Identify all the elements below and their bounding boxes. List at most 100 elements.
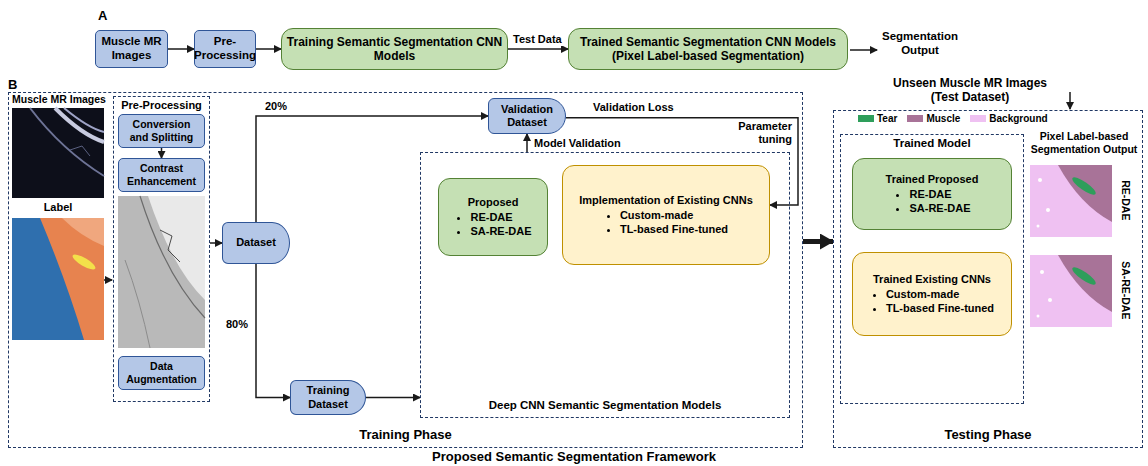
legend: Tear Muscle Background [858,113,1048,124]
figure-caption: Proposed Semantic Segmentation Framework [0,449,1148,465]
training-box: Training Semantic Segmentation CNN Model… [281,28,508,70]
input-box: Muscle MR Images [95,30,168,68]
legend-item: Tear [858,113,897,124]
process-box: Contrast Enhancement [118,158,205,192]
model-box: Trained ProposedRE-DAE SA-RE-DAE [852,158,1012,230]
model-group: Deep CNN Semantic Segmentation Models Pro… [420,152,790,418]
legend-item: Background [970,113,1047,124]
legend-swatch [970,115,986,122]
box-heading: Proposed [468,196,519,209]
connector [366,397,420,399]
connector [508,48,568,50]
edge-label: 80% [225,318,249,331]
connector [161,148,163,158]
output-image [1030,165,1112,237]
group-heading: Testing Phase [944,427,1031,443]
legend-text: Muscle [926,113,960,124]
model-group: Trained ModelTrained ProposedRE-DAE SA-RE… [840,134,1024,404]
model-box: Implementation of Existing CNNsCustom-ma… [562,165,770,265]
panel-letter: B [8,77,28,93]
node-label: Validation Dataset [493,103,561,129]
connector [168,48,194,50]
process-box: Data Augmentation [118,356,205,390]
connector [803,239,833,244]
image-tag: SA-RE-DAE [1120,250,1133,330]
dataset-shape: Validation Dataset [488,98,566,134]
phase-region: Training Phase Pre-ProcessingConversion a… [8,92,803,448]
bullet-item: Custom-made [886,288,994,301]
group-heading: Pre-Processing [121,99,202,112]
box-heading: Trained Proposed [886,173,979,186]
output-image [1030,255,1112,327]
node-label: Muscle MR Images [100,35,163,63]
model-box: Trained Existing CNNsCustom-madeTL-based… [852,252,1012,336]
bullet-item: SA-RE-DAE [470,225,531,238]
bullet-item: Custom-made [620,209,728,222]
bullet-list: Custom-madeTL-based Fine-tuned [870,288,994,314]
model-box: ProposedRE-DAE SA-RE-DAE [438,178,548,256]
output-label: Pixel Label-based Segmentation Output [1026,130,1142,155]
phase-region: Testing Phase Trained ModelTrained Propos… [833,110,1143,448]
legend-text: Background [989,113,1047,124]
node-label: Pre-Processing [194,35,256,63]
bullet-text: RE-DAE [470,211,512,223]
node-label: Training Semantic Segmentation CNN Model… [286,35,503,64]
output-arrow [850,49,877,51]
bullet-item: SA-RE-DAE [909,202,970,215]
bullet-item: TL-based Fine-tuned [886,302,994,315]
group-heading: Training Phase [359,427,451,443]
preprocessing-group: Pre-ProcessingConversion and SplittingCo… [113,96,210,402]
group-heading: Trained Model [893,137,970,151]
connector [256,264,290,398]
enhanced-image [118,196,205,348]
bullet-text: Custom-made [886,288,959,300]
bullet-text: SA-RE-DAE [470,225,531,237]
bullet-item: RE-DAE [470,211,531,224]
process-box: Pre-Processing [194,30,256,68]
panel-letter: A [98,8,118,24]
bullet-list: RE-DAE SA-RE-DAE [454,211,531,237]
bullet-text: Custom-made [620,209,693,221]
bullet-list: Custom-madeTL-based Fine-tuned [604,209,728,235]
connector [526,134,528,152]
group-heading: Deep CNN Semantic Segmentation Models [489,399,722,413]
box-heading: Implementation of Existing CNNs [579,194,753,207]
edge-label: 20% [264,100,288,113]
edge-note: Parameter tuning [730,120,792,146]
node-label: Trained Semantic Segmentation CNN Models… [573,35,843,64]
image-caption: Label [12,201,104,214]
test-input-arrow [1069,92,1071,109]
dataset-shape: Training Dataset [290,380,366,415]
bullet-text: TL-based Fine-tuned [620,223,728,235]
node-label: Training Dataset [295,384,361,410]
input-arrow [104,279,112,281]
edge-label: Validation Loss [592,101,675,114]
connector [256,48,281,50]
process-box: Conversion and Splitting [118,114,205,148]
trained-model-box: Trained Semantic Segmentation CNN Models… [568,28,848,70]
image-caption: Muscle MR Images [12,93,108,106]
node-label: Conversion and Splitting [123,118,200,143]
output-label: Segmentation Output [880,30,960,58]
legend-swatch [907,115,923,122]
dataset-shape: Dataset [222,222,290,264]
label-image [12,218,104,340]
input-label: Unseen Muscle MR Images (Test Dataset) [880,76,1060,105]
mr-image [12,108,104,198]
connector [210,242,222,244]
legend-swatch [858,115,874,122]
edge-label: Model Validation [533,137,622,150]
box-heading: Trained Existing CNNs [873,273,991,286]
legend-text: Tear [877,113,897,124]
bullet-text: TL-based Fine-tuned [886,302,994,314]
bullet-text: SA-RE-DAE [909,202,970,214]
bullet-list: RE-DAE SA-RE-DAE [893,188,970,214]
node-label: Contrast Enhancement [123,162,200,187]
bullet-text: RE-DAE [909,188,951,200]
node-label: Dataset [236,236,276,249]
legend-item: Muscle [907,113,960,124]
edge-label: Test Data [512,33,563,46]
node-label: Data Augmentation [123,360,200,385]
